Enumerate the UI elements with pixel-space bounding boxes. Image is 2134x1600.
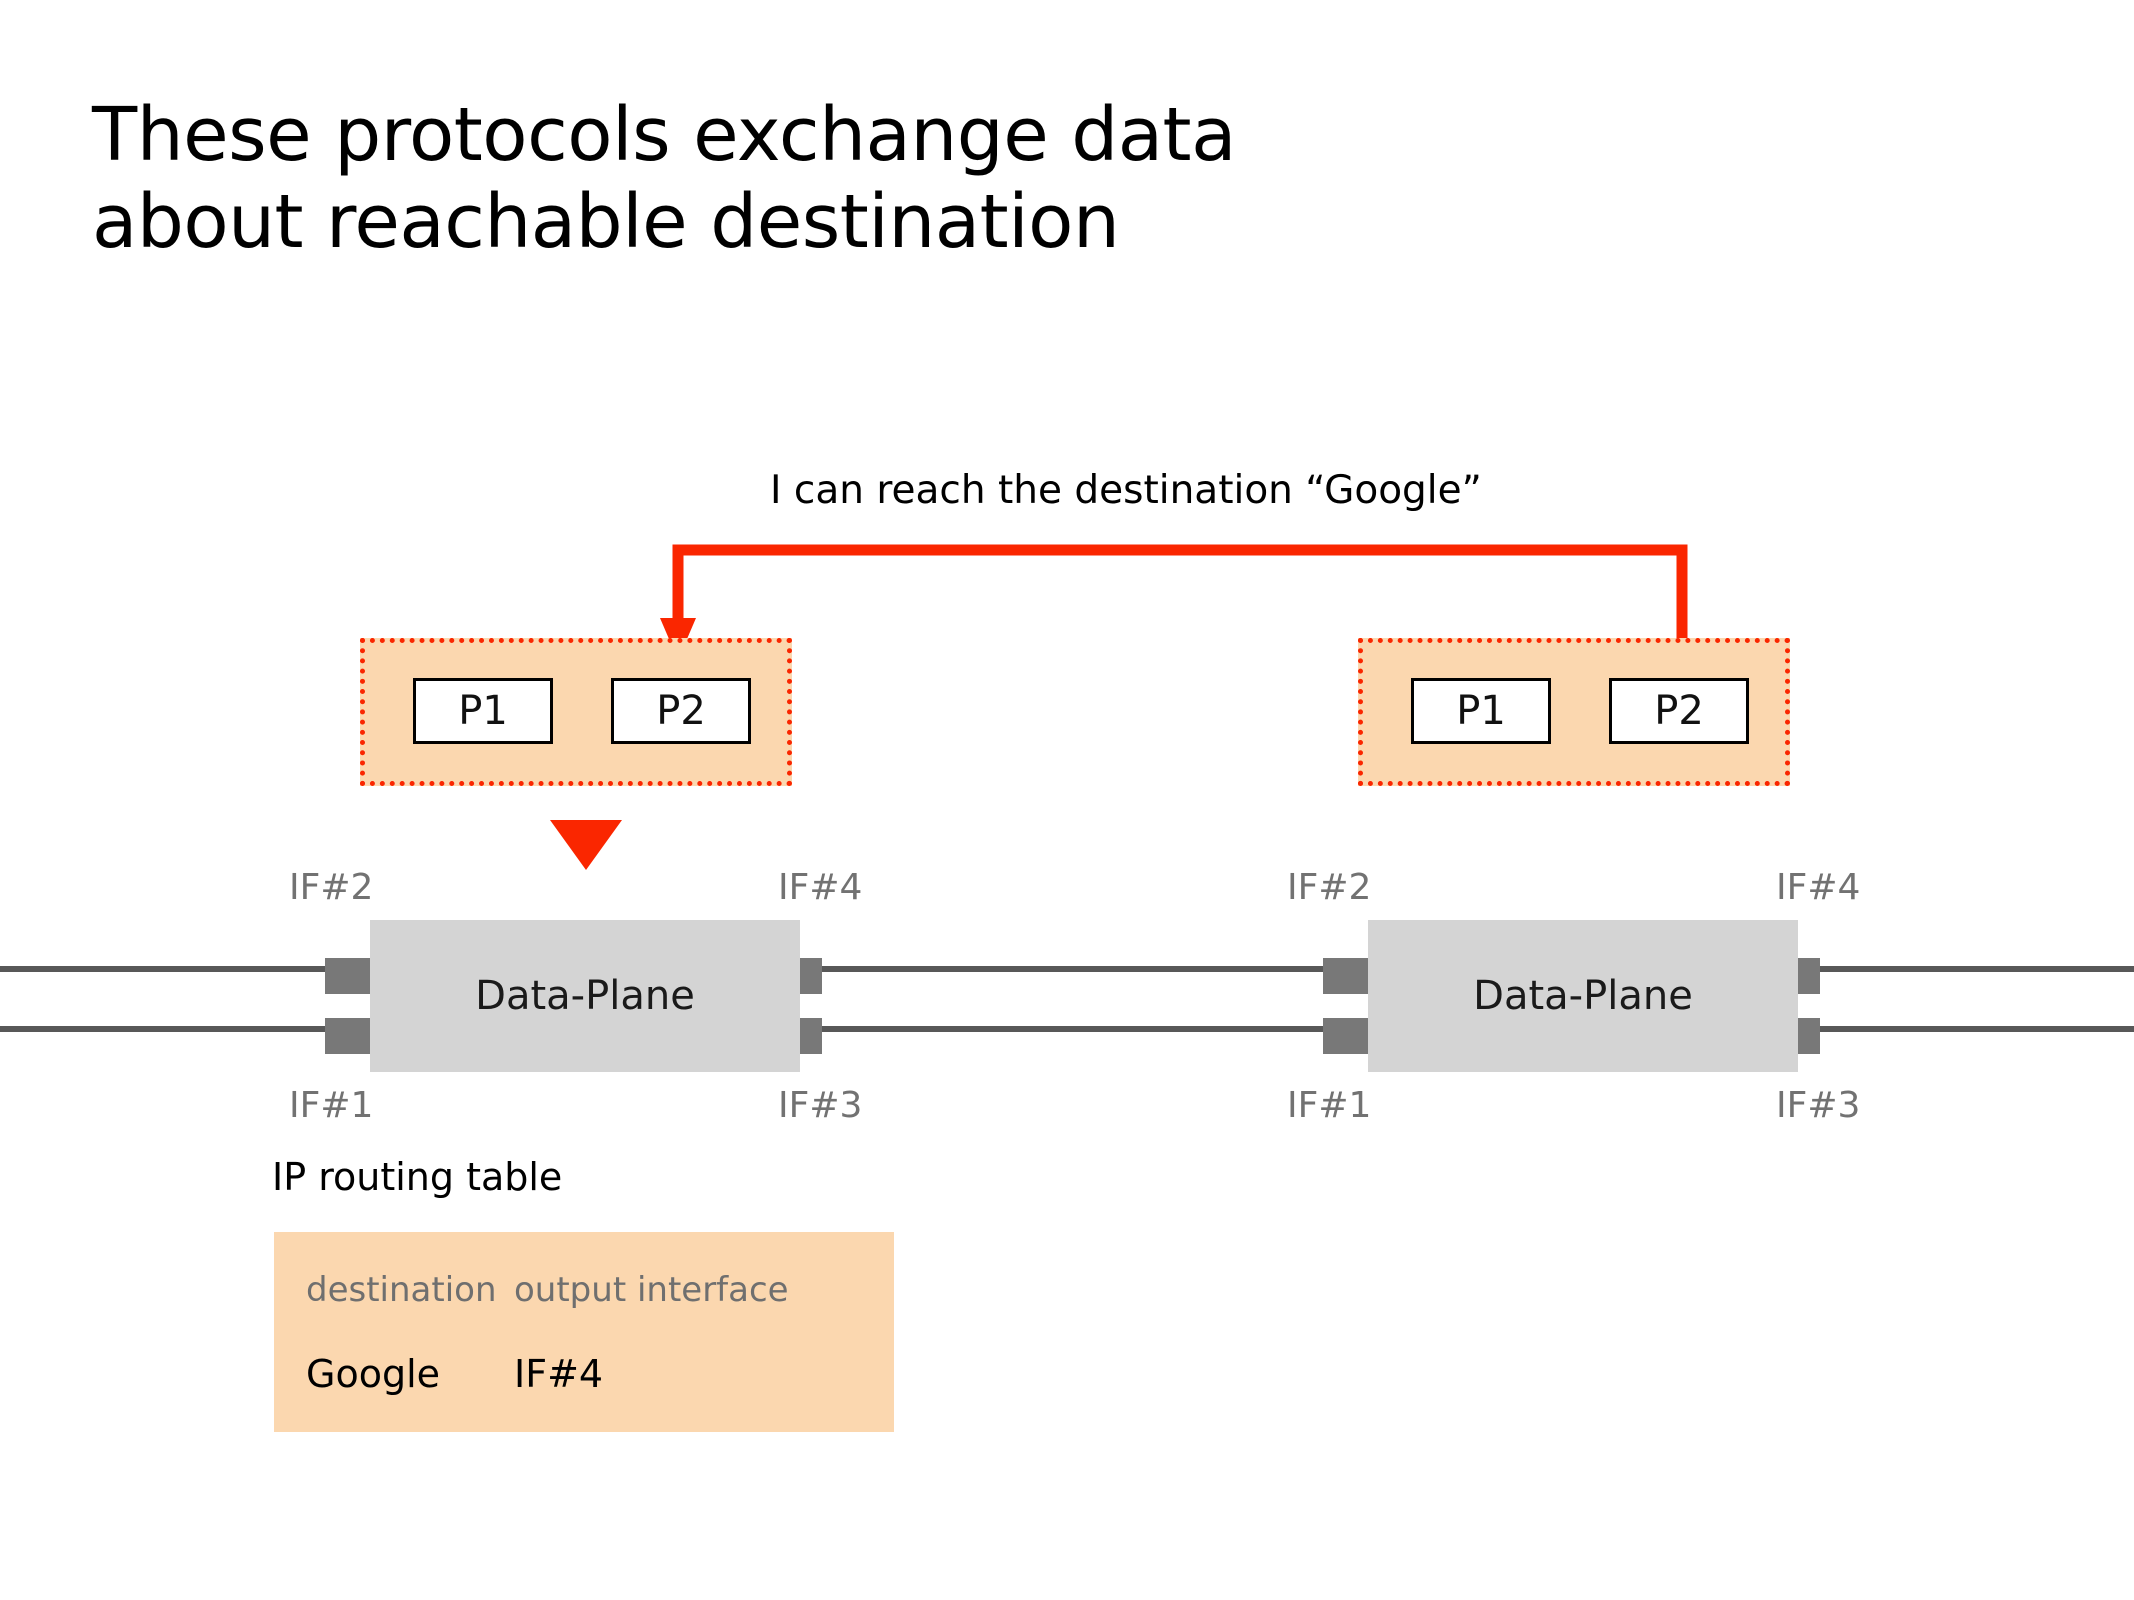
- link-wire-far-left-top: [0, 966, 325, 972]
- protocol-box-p1-right[interactable]: P1: [1411, 678, 1551, 744]
- route-install-down-triangle-icon: [550, 820, 622, 870]
- interface-label-right-bottom-right: IF#3: [1776, 1085, 1861, 1126]
- interface-label-left-bottom-left: IF#1: [289, 1085, 374, 1126]
- ip-routing-table: destination output interface Google IF#4: [274, 1232, 894, 1432]
- routing-table-caption: IP routing table: [272, 1155, 563, 1199]
- router-right: IF#2 IF#4 IF#1 IF#3 Data-Plane: [1278, 867, 1948, 1126]
- column-header-destination: destination: [306, 1270, 497, 1310]
- control-plane-left: P1 P2: [360, 638, 792, 786]
- link-wire-far-right-top: [1805, 966, 2134, 972]
- interface-label-right-bottom-left: IF#1: [1287, 1085, 1372, 1126]
- cell-output-interface: IF#4: [514, 1352, 604, 1396]
- cell-destination: Google: [306, 1352, 441, 1396]
- data-plane-box-left: Data-Plane: [370, 920, 800, 1072]
- interface-label-left-top-left: IF#2: [289, 867, 374, 908]
- protocol-box-p2-left[interactable]: P2: [611, 678, 751, 744]
- protocol-message-callout: I can reach the destination “Google”: [770, 468, 1482, 513]
- control-plane-right: P1 P2: [1358, 638, 1790, 786]
- interface-label-left-bottom-right: IF#3: [778, 1085, 863, 1126]
- page-title: These protocols exchange data about reac…: [92, 92, 1236, 265]
- column-header-output-interface: output interface: [514, 1270, 789, 1310]
- link-wire-middle-top: [805, 966, 1325, 972]
- interface-label-right-top-right: IF#4: [1776, 867, 1861, 908]
- interface-label-right-top-left: IF#2: [1287, 867, 1372, 908]
- link-wire-far-left-bottom: [0, 1026, 325, 1032]
- link-wire-far-right-bottom: [1805, 1026, 2134, 1032]
- interface-label-left-top-right: IF#4: [778, 867, 863, 908]
- protocol-box-p1-left[interactable]: P1: [413, 678, 553, 744]
- protocol-box-p2-right[interactable]: P2: [1609, 678, 1749, 744]
- router-left: IF#2 IF#4 IF#1 IF#3 Data-Plane: [280, 867, 950, 1126]
- link-wire-middle-bottom: [805, 1026, 1325, 1032]
- data-plane-box-right: Data-Plane: [1368, 920, 1798, 1072]
